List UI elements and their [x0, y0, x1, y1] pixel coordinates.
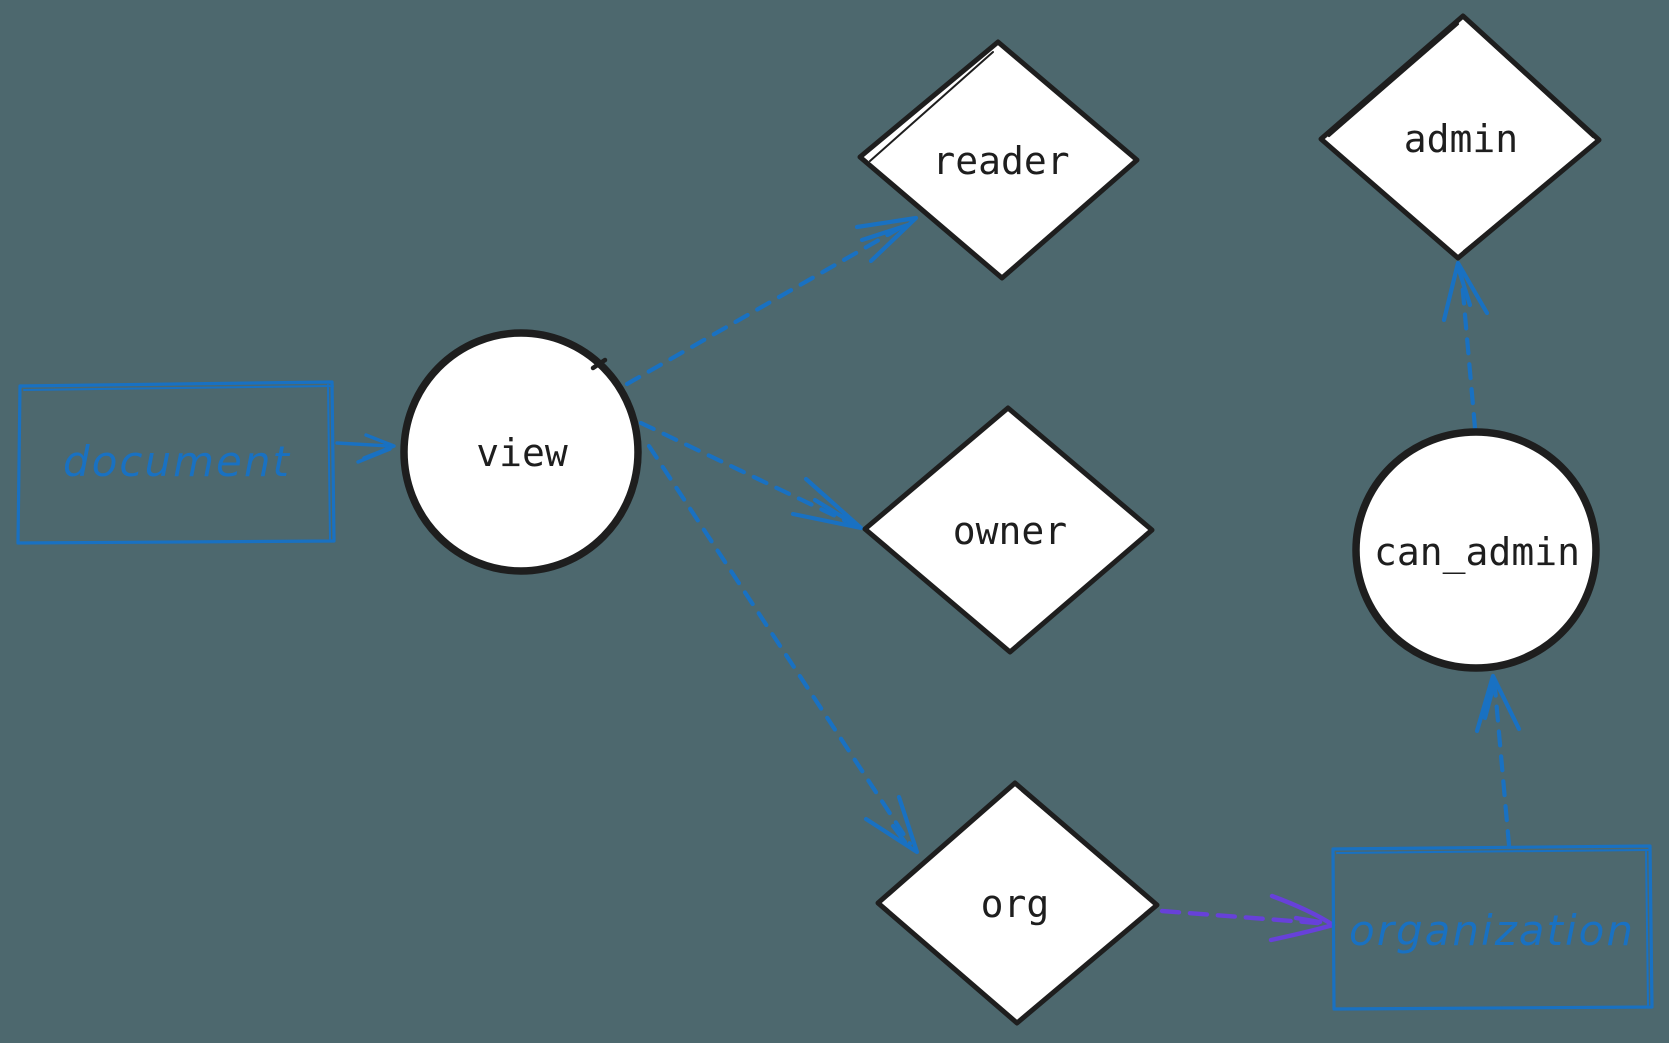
- edge-can-admin-admin[interactable]: [1441, 260, 1490, 431]
- can-admin-label: can_admin: [1374, 530, 1580, 575]
- view-label: view: [476, 431, 568, 475]
- node-document[interactable]: document: [16, 380, 336, 545]
- node-admin[interactable]: admin: [1318, 13, 1602, 261]
- node-can-admin[interactable]: can_admin: [1352, 428, 1600, 672]
- admin-label: admin: [1404, 117, 1518, 161]
- edge-org-organization[interactable]: [1159, 893, 1336, 943]
- edge-view-owner[interactable]: [638, 420, 864, 531]
- node-org[interactable]: org: [875, 780, 1160, 1026]
- edge-organization-can-admin[interactable]: [1474, 673, 1522, 848]
- node-reader[interactable]: reader: [857, 39, 1140, 281]
- org-label: org: [981, 882, 1050, 926]
- document-label: document: [63, 437, 291, 486]
- edge-view-org[interactable]: [646, 443, 920, 855]
- organization-label: organization: [1349, 906, 1635, 955]
- edge-view-reader[interactable]: [624, 215, 919, 387]
- node-organization[interactable]: organization: [1331, 844, 1654, 1011]
- edge-document-view[interactable]: [335, 433, 396, 464]
- owner-label: owner: [953, 509, 1067, 553]
- node-view[interactable]: view: [400, 329, 642, 575]
- node-owner[interactable]: owner: [862, 405, 1155, 655]
- reader-label: reader: [932, 139, 1069, 183]
